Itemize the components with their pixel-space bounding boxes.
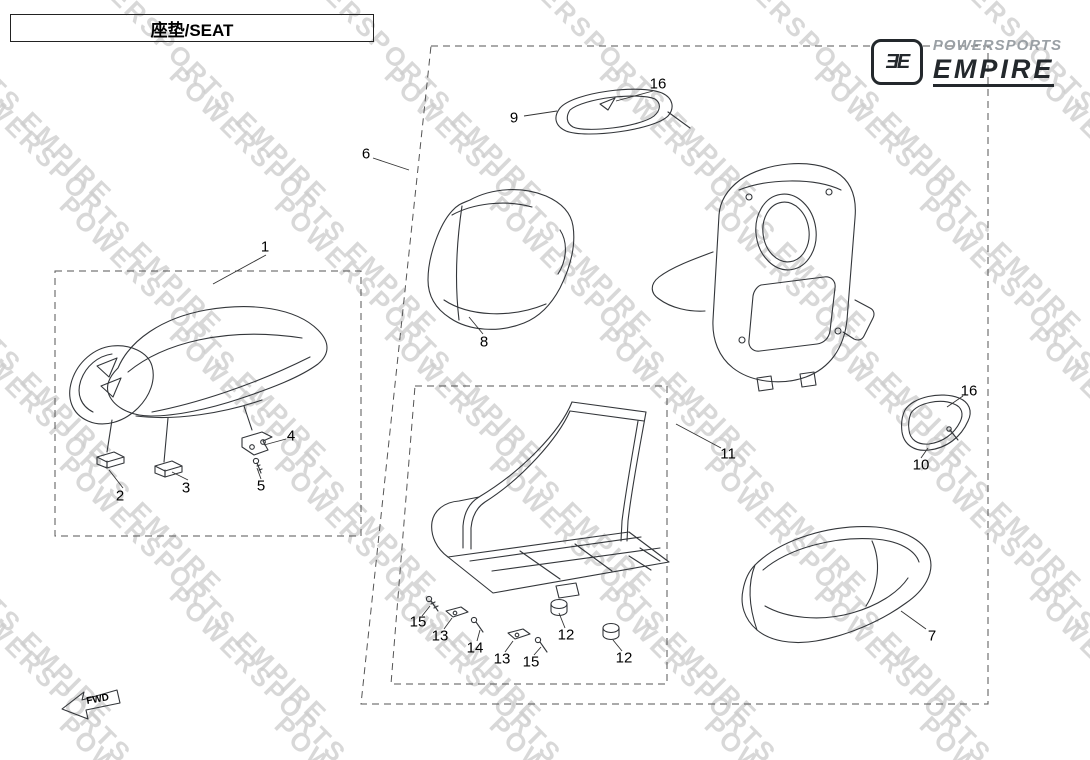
part-label-15: 15 — [522, 653, 540, 671]
backrest-cushion-drawing — [427, 189, 575, 330]
grab-handle-drawing — [555, 88, 691, 135]
part-label-12: 12 — [557, 626, 575, 644]
part-label-14: 14 — [466, 639, 484, 657]
part-label-1: 1 — [260, 238, 270, 256]
fwd-label: FWD — [86, 692, 110, 707]
back-panel-drawing — [651, 163, 875, 392]
frame-fasteners-drawing — [425, 595, 620, 653]
part-label-5: 5 — [256, 477, 266, 495]
part-label-7: 7 — [927, 627, 937, 645]
brand-line2: EMPIRE — [932, 54, 1055, 87]
brand-badge-icon: ƎE — [870, 39, 923, 86]
part-label-12: 12 — [615, 649, 633, 667]
brand-logo: ƎE POWERSPORTS EMPIRE — [870, 37, 1062, 87]
backrest-group-boundary — [360, 45, 989, 705]
brand-logo-text: POWERSPORTS EMPIRE — [932, 37, 1062, 87]
part-label-13: 13 — [493, 650, 511, 668]
seat-fasteners-drawing — [96, 405, 273, 478]
part-label-10: 10 — [912, 456, 930, 474]
part-label-6: 6 — [361, 145, 371, 163]
seat-assembly-boundary — [54, 270, 362, 537]
frame-group-boundary — [390, 385, 668, 685]
fwd-arrow: FWD — [61, 689, 121, 720]
part-label-15: 15 — [409, 613, 427, 631]
rear-cover-drawing — [741, 526, 932, 644]
brand-line1: POWERSPORTS — [932, 37, 1062, 54]
part-label-9: 9 — [509, 109, 519, 127]
part-label-4: 4 — [286, 427, 296, 445]
part-label-16: 16 — [960, 382, 978, 400]
part-label-8: 8 — [479, 333, 489, 351]
part-label-13: 13 — [431, 627, 449, 645]
part-label-11: 11 — [720, 445, 736, 463]
side-pad-drawing — [901, 394, 971, 451]
part-label-3: 3 — [181, 479, 191, 497]
diagram-title: 座垫/SEAT — [150, 20, 234, 40]
part-label-16: 16 — [649, 75, 667, 93]
leader-lines — [108, 90, 964, 656]
diagram-title-box: 座垫/SEAT — [10, 14, 374, 42]
seat-frame-drawing — [431, 401, 670, 599]
seat-drawing — [69, 306, 328, 425]
part-label-2: 2 — [115, 487, 125, 505]
